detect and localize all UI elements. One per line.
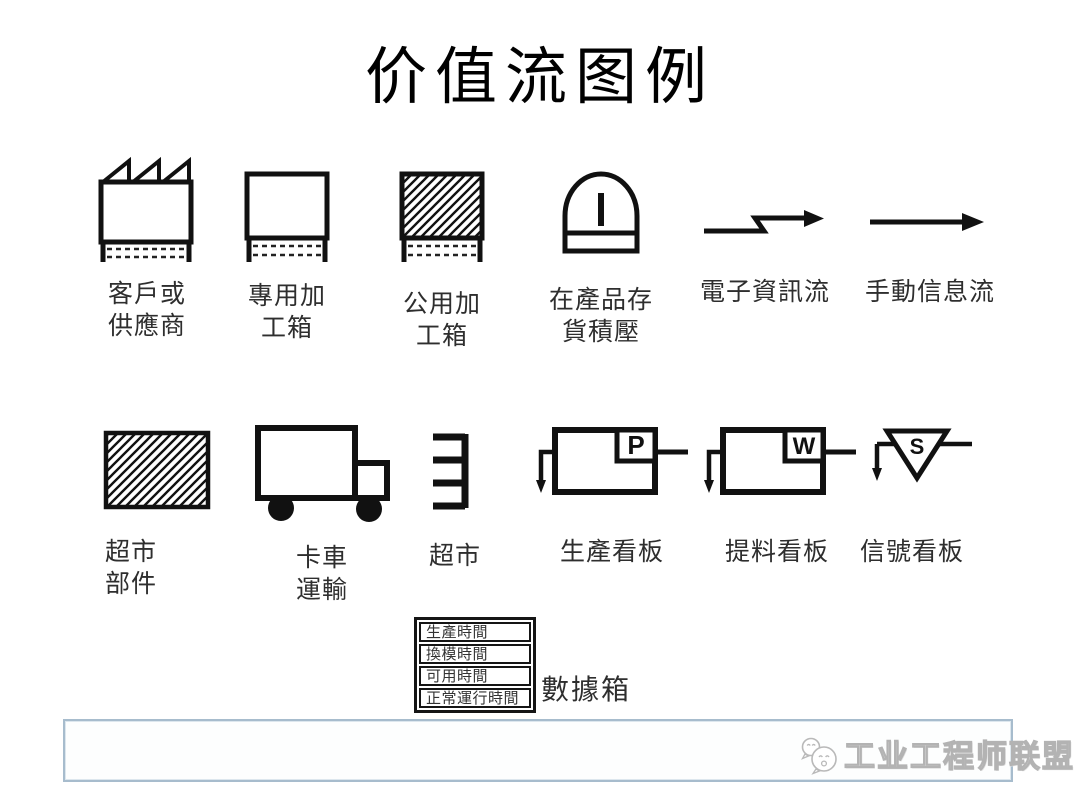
- label-signal-kanban: 信號看板: [842, 536, 982, 568]
- data-box-row: 生產時間: [419, 622, 531, 642]
- kanban-letter: P: [627, 430, 644, 460]
- production-kanban-icon: P: [536, 427, 688, 495]
- label-electronic-info-flow: 電子資訊流: [695, 276, 835, 308]
- signal-kanban-icon: S: [872, 428, 972, 483]
- truck-icon: [255, 425, 390, 522]
- label-line: 公用加: [402, 289, 481, 318]
- label-line: 工箱: [415, 321, 468, 350]
- factory-icon: [98, 156, 194, 262]
- label-line: 部件: [104, 569, 157, 598]
- footer-logo: 工业工程师联盟: [798, 733, 1075, 779]
- wip-inventory-icon: [562, 171, 640, 254]
- label-withdrawal-kanban: 提料看板: [707, 536, 847, 568]
- label-line: 供應商: [107, 311, 186, 340]
- shared-process-box-icon: [399, 171, 485, 262]
- label-production-kanban: 生產看板: [542, 536, 682, 568]
- label-supermarket-parts: 超市 部件: [81, 536, 181, 600]
- label-line: 電子資訊流: [699, 277, 830, 306]
- page-title: 价值流图例: [364, 40, 715, 113]
- dedicated-process-box-icon: [244, 171, 330, 262]
- label-line: 卡車: [295, 543, 348, 572]
- label-shared-process-box: 公用加 工箱: [390, 288, 494, 352]
- label-line: 在產品存: [548, 285, 653, 314]
- label-line: 超市: [104, 537, 157, 566]
- label-truck: 卡車 運輸: [272, 542, 372, 606]
- withdrawal-kanban-icon: W: [704, 427, 856, 495]
- label-line: 手動信息流: [864, 277, 995, 306]
- label-line: 超市: [428, 541, 481, 570]
- label-line: 信號看板: [859, 537, 964, 566]
- kanban-letter: S: [910, 434, 925, 459]
- label-supermarket: 超市: [405, 540, 505, 572]
- label-line: 貨積壓: [561, 317, 640, 346]
- label-line: 生產看板: [559, 537, 664, 566]
- supermarket-icon: [433, 433, 469, 510]
- kanban-letter: W: [793, 433, 816, 460]
- label-manual-info-flow: 手動信息流: [860, 276, 1000, 308]
- label-line: 提料看板: [724, 537, 829, 566]
- data-box-row: 正常運行時間: [419, 688, 531, 708]
- data-box-row: 換模時間: [419, 644, 531, 664]
- label-line: 客戶或: [107, 279, 186, 308]
- data-box: 生產時間 換模時間 可用時間 正常運行時間: [414, 617, 536, 713]
- supermarket-parts-icon: [103, 430, 211, 510]
- label-customer-supplier: 客戶或 供應商: [88, 278, 206, 342]
- label-line: 工箱: [260, 313, 313, 342]
- footer-logo-text: 工业工程师联盟: [843, 738, 1075, 774]
- label-line: 運輸: [295, 575, 348, 604]
- chat-faces-icon: [801, 737, 837, 775]
- bottom-frame: [63, 719, 1013, 782]
- electronic-info-flow-icon: [704, 210, 824, 234]
- data-box-row: 可用時間: [419, 666, 531, 686]
- manual-info-flow-icon: [870, 213, 984, 231]
- data-box-label: 數據箱: [541, 673, 632, 706]
- label-wip-inventory: 在產品存 貨積壓: [538, 284, 664, 348]
- label-dedicated-process-box: 專用加 工箱: [235, 280, 339, 344]
- label-line: 專用加: [247, 281, 326, 310]
